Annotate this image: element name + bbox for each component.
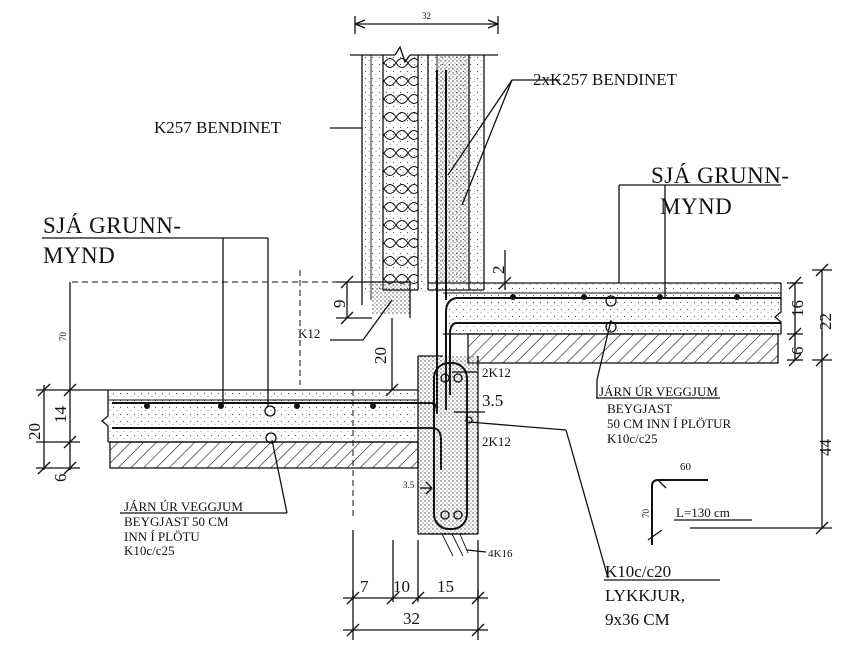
text-labels: K257 BENDINET 2xK257 BENDINET SJÁ GRUNN-…	[43, 70, 790, 629]
bottom-dimensions: 7 10 15 32	[343, 577, 488, 640]
dim-22: 22	[816, 313, 835, 330]
dim-14: 14	[51, 406, 70, 424]
dim-6-left: 6	[51, 474, 70, 483]
note-right-line1: JÁRN ÚR VEGGJUM	[599, 384, 718, 399]
label-2k12-top: 2K12	[482, 365, 511, 380]
left-slab	[100, 389, 442, 470]
dim-2: 2	[489, 266, 508, 275]
left-dimensions: 20 14 6 70	[25, 282, 108, 482]
dim-16: 16	[788, 300, 807, 317]
note-right-line3: 50 CM INN Í PLÖTUR	[607, 416, 732, 431]
label-k257-bendinet: K257 BENDINET	[154, 118, 282, 137]
dim-70-small: 70	[58, 332, 68, 342]
upper-wall	[350, 45, 498, 410]
stirrup-line3: 9x36 CM	[605, 610, 670, 629]
label-sja-grunn-left: SJÁ GRUNN-	[43, 213, 182, 238]
bent-bar-detail: L=130 cm 60 70	[641, 461, 752, 545]
label-mynd-right: MYND	[660, 194, 732, 219]
label-sja-grunn-right: SJÁ GRUNN-	[651, 163, 790, 188]
dim-10: 10	[393, 577, 410, 596]
label-2xk257-bendinet: 2xK257 BENDINET	[533, 70, 678, 89]
label-2k12-bottom: 2K12	[482, 434, 511, 449]
dim-7: 7	[360, 577, 369, 596]
top-dimension: 32	[354, 11, 499, 34]
bend-70: 70	[641, 509, 651, 519]
dim-44: 44	[816, 439, 835, 457]
dim-6-right: 6	[788, 347, 807, 356]
stirrup-line2: LYKKJUR,	[605, 586, 685, 605]
right-slab	[428, 282, 782, 410]
label-4k16: 4K16	[488, 548, 513, 560]
inner-dimensions: 9 20 2	[330, 250, 512, 495]
dim-20-left: 20	[25, 423, 44, 440]
label-k12: K12	[298, 326, 320, 341]
label-3-5-small: 3.5	[403, 480, 415, 490]
bend-length: L=130 cm	[676, 505, 730, 520]
top-dim-label: 32	[422, 11, 431, 21]
note-right-line4: K10c/c25	[607, 431, 658, 446]
label-3-5: 3.5	[482, 391, 503, 410]
right-dimensions: 16 22 6 44	[690, 263, 835, 535]
note-left-line1: JÁRN ÚR VEGGJUM	[124, 499, 243, 514]
leaders	[42, 79, 781, 602]
note-left-line3: INN Í PLÖTU	[124, 529, 200, 544]
dim-32-bottom: 32	[403, 609, 420, 628]
lower-wall	[417, 355, 479, 557]
dim-20-vert: 20	[371, 347, 390, 364]
note-right-line2: BEYGJAST	[607, 401, 672, 416]
note-left-line2: BEYGJAST 50 CM	[124, 514, 229, 529]
label-mynd-left: MYND	[43, 243, 115, 268]
dim-15: 15	[437, 577, 454, 596]
bend-60: 60	[680, 461, 692, 473]
note-left-line4: K10c/c25	[124, 543, 175, 558]
dim-9: 9	[330, 300, 349, 309]
stirrup-line1: K10c/c20	[605, 562, 671, 581]
